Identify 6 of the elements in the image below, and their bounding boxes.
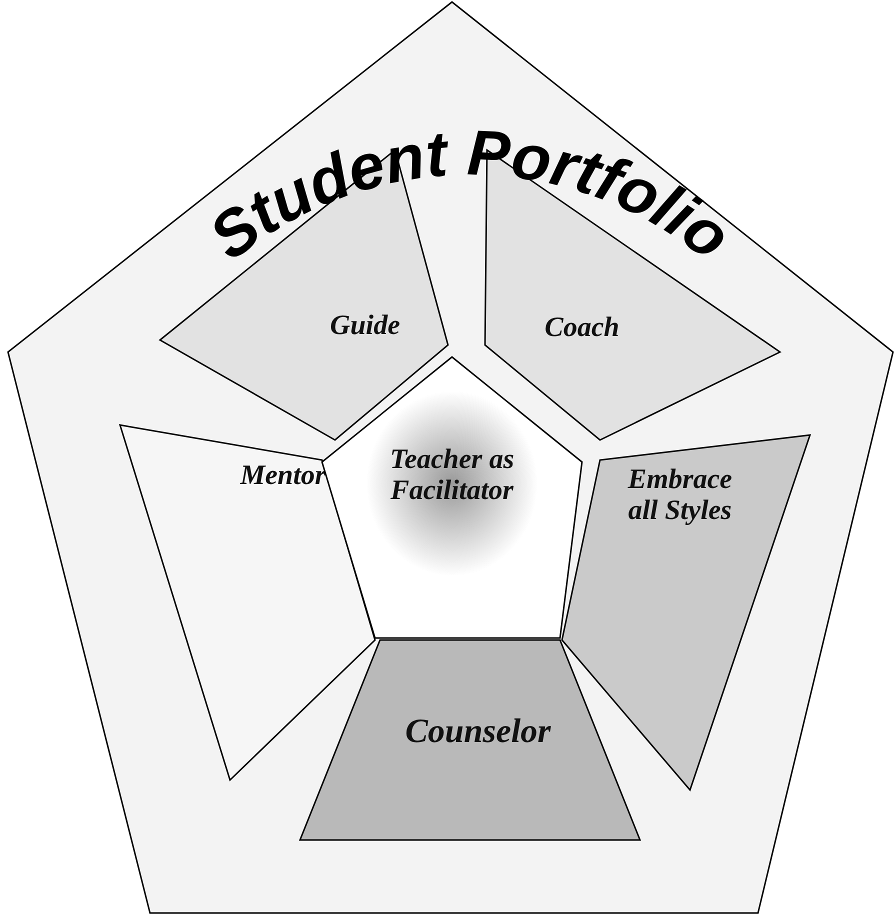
role-label: Teacher as Facilitator [388, 445, 516, 507]
role-label: Guide [329, 311, 401, 342]
role-label: Embrace all Styles [626, 465, 734, 527]
role-label: Mentor [239, 461, 327, 492]
role-label: Counselor [404, 712, 552, 750]
role-label: Coach [544, 313, 620, 344]
